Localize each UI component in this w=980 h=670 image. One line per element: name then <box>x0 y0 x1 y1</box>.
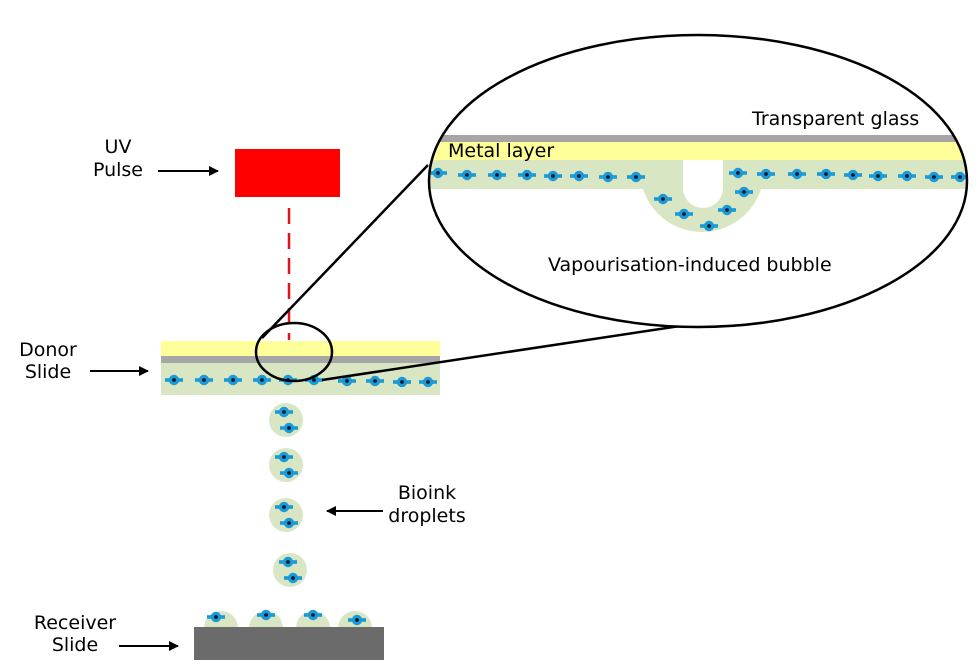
droplet <box>273 553 307 587</box>
uv-pulse-label-line1: UV <box>105 136 132 158</box>
deposited-droplet <box>204 611 238 628</box>
bioink-droplets-label-line1: Bioink <box>398 482 456 504</box>
droplet <box>269 403 303 437</box>
bioink-droplets <box>269 403 307 587</box>
metal-layer-label: Metal layer <box>448 140 554 162</box>
donor-slide-label-line1: Donor <box>19 339 77 361</box>
receiver-slide <box>194 609 384 660</box>
zoom-metal-layer <box>429 142 967 160</box>
donor-glass-layer <box>161 356 440 363</box>
donor-slide-label-line2: Slide <box>25 361 71 383</box>
donor-metal-layer <box>161 341 440 356</box>
zoom-glass-layer <box>429 135 967 142</box>
uv-pulse-label-line2: Pulse <box>93 159 143 181</box>
zoom-detail-outline <box>427 33 969 329</box>
bioink-droplets-label-line2: droplets <box>388 505 465 527</box>
magnifier-circle <box>254 321 334 383</box>
donor-slide <box>161 341 440 395</box>
droplet <box>269 498 303 532</box>
receiver-slide-plate <box>194 627 384 660</box>
zoom-line-upper <box>261 164 429 339</box>
droplet <box>269 448 303 482</box>
receiver-slide-label-line2: Slide <box>52 634 98 656</box>
bubble-label: Vapourisation-induced bubble <box>548 254 832 276</box>
uv-pulse-source <box>235 149 340 197</box>
zoom-line-lower <box>321 324 681 382</box>
receiver-slide-label-line1: Receiver <box>34 612 116 634</box>
transparent-glass-label: Transparent glass <box>751 108 919 130</box>
vapour-bubble <box>683 160 723 208</box>
zoom-detail-layers <box>429 135 967 232</box>
